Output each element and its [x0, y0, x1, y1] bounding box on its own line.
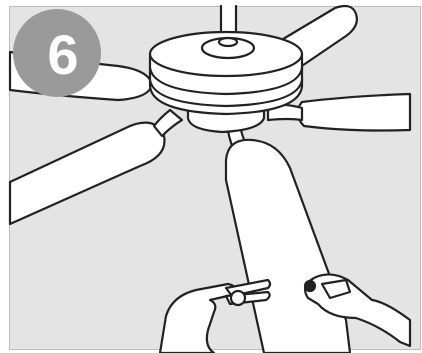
- step-badge: 6: [12, 8, 102, 98]
- blade-arm-lower-left: [154, 110, 182, 136]
- fan-blade-right: [297, 94, 410, 131]
- step-number: 6: [47, 27, 78, 83]
- fan-blade-front: [226, 140, 350, 353]
- fan-blade-lower-left: [10, 123, 165, 224]
- left-hand: [160, 284, 236, 353]
